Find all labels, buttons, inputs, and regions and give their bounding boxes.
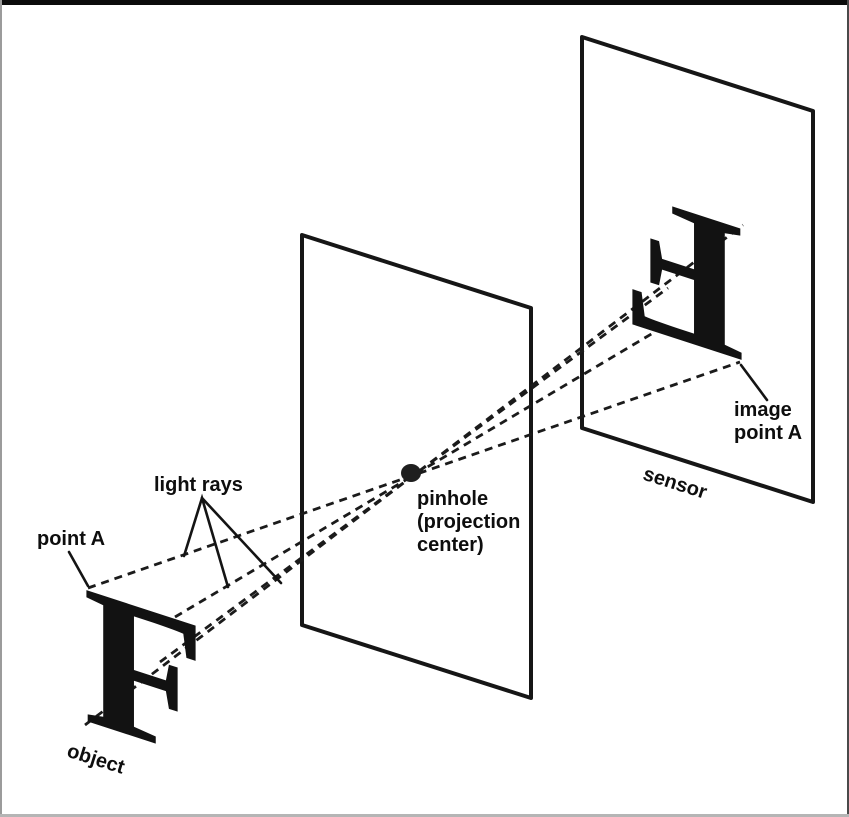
object-letter: F [83,543,205,804]
frame-border-right [847,0,849,817]
image-letter: F [623,146,745,407]
frame-border-bottom [0,814,849,817]
light-ray-point-a [87,360,741,590]
image-point-a-label: image point A [734,399,803,444]
image-point-a-leader-line [739,363,769,402]
pinhole-label: pinhole (projection center) [417,488,521,556]
light-rays-leader-line-3 [200,496,283,585]
frame-border-left [0,0,2,817]
light-rays-label: light rays [154,474,243,496]
light-ray-top-bar [174,331,654,619]
point-a-leader-line [67,550,90,588]
frame-border-top [0,0,849,5]
pinhole-dot [401,464,421,482]
point-a-label: point A [37,528,106,550]
